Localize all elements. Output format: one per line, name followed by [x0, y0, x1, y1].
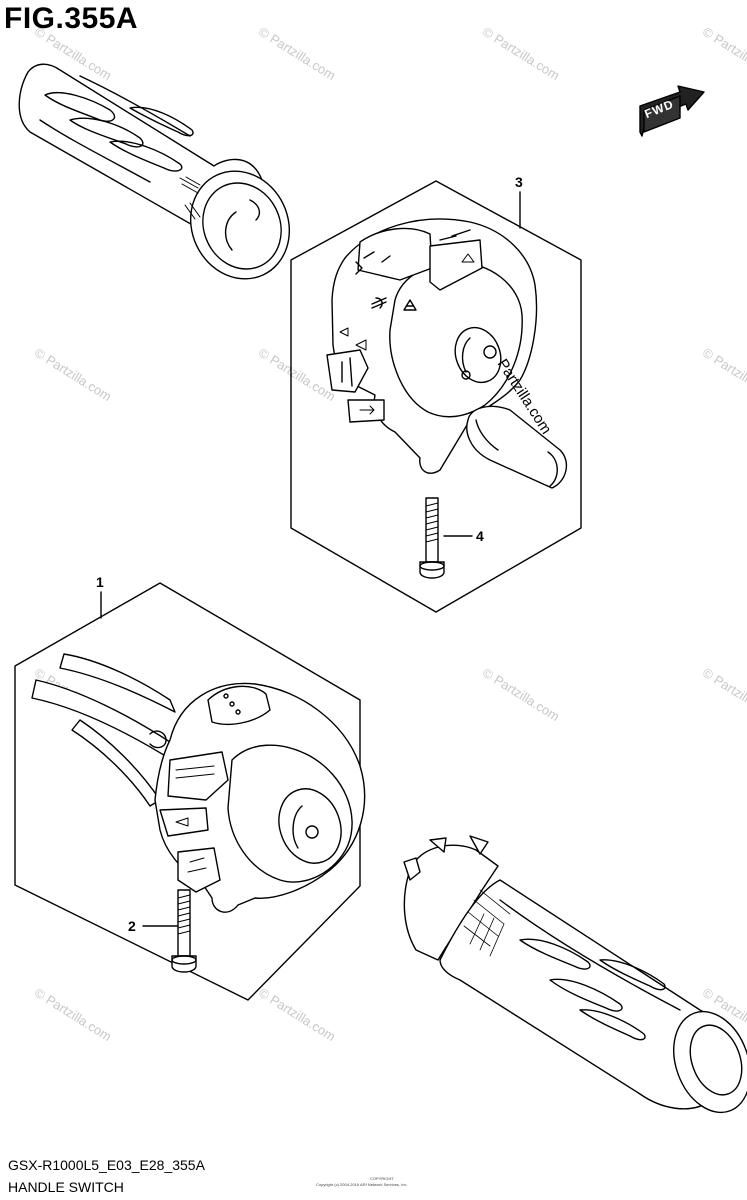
left-handle-switch — [31, 653, 366, 913]
lower-callout-box — [14, 582, 361, 1001]
copyright-notice: Copyright (c) 2004-2016 ARI Network Serv… — [316, 1182, 408, 1187]
screw-part-2 — [171, 889, 197, 973]
figure-title: FIG.355A — [4, 2, 139, 35]
right-handle-switch — [326, 218, 568, 489]
callout-4: 4 — [476, 528, 484, 544]
figure-name: HANDLE SWITCH — [8, 1179, 124, 1195]
callout-1: 1 — [96, 574, 104, 590]
upper-callout-box — [290, 180, 582, 613]
left-handlebar-grip — [18, 63, 291, 280]
callout-2: 2 — [128, 918, 136, 934]
figure-code: GSX-R1000L5_E03_E28_355A — [8, 1157, 205, 1173]
right-handlebar-grip — [403, 835, 747, 1114]
copyright-label: COPYRIGHT — [370, 1176, 394, 1181]
fwd-arrow-icon — [639, 85, 705, 137]
callout-3: 3 — [515, 174, 523, 190]
screw-part-4 — [419, 497, 445, 579]
